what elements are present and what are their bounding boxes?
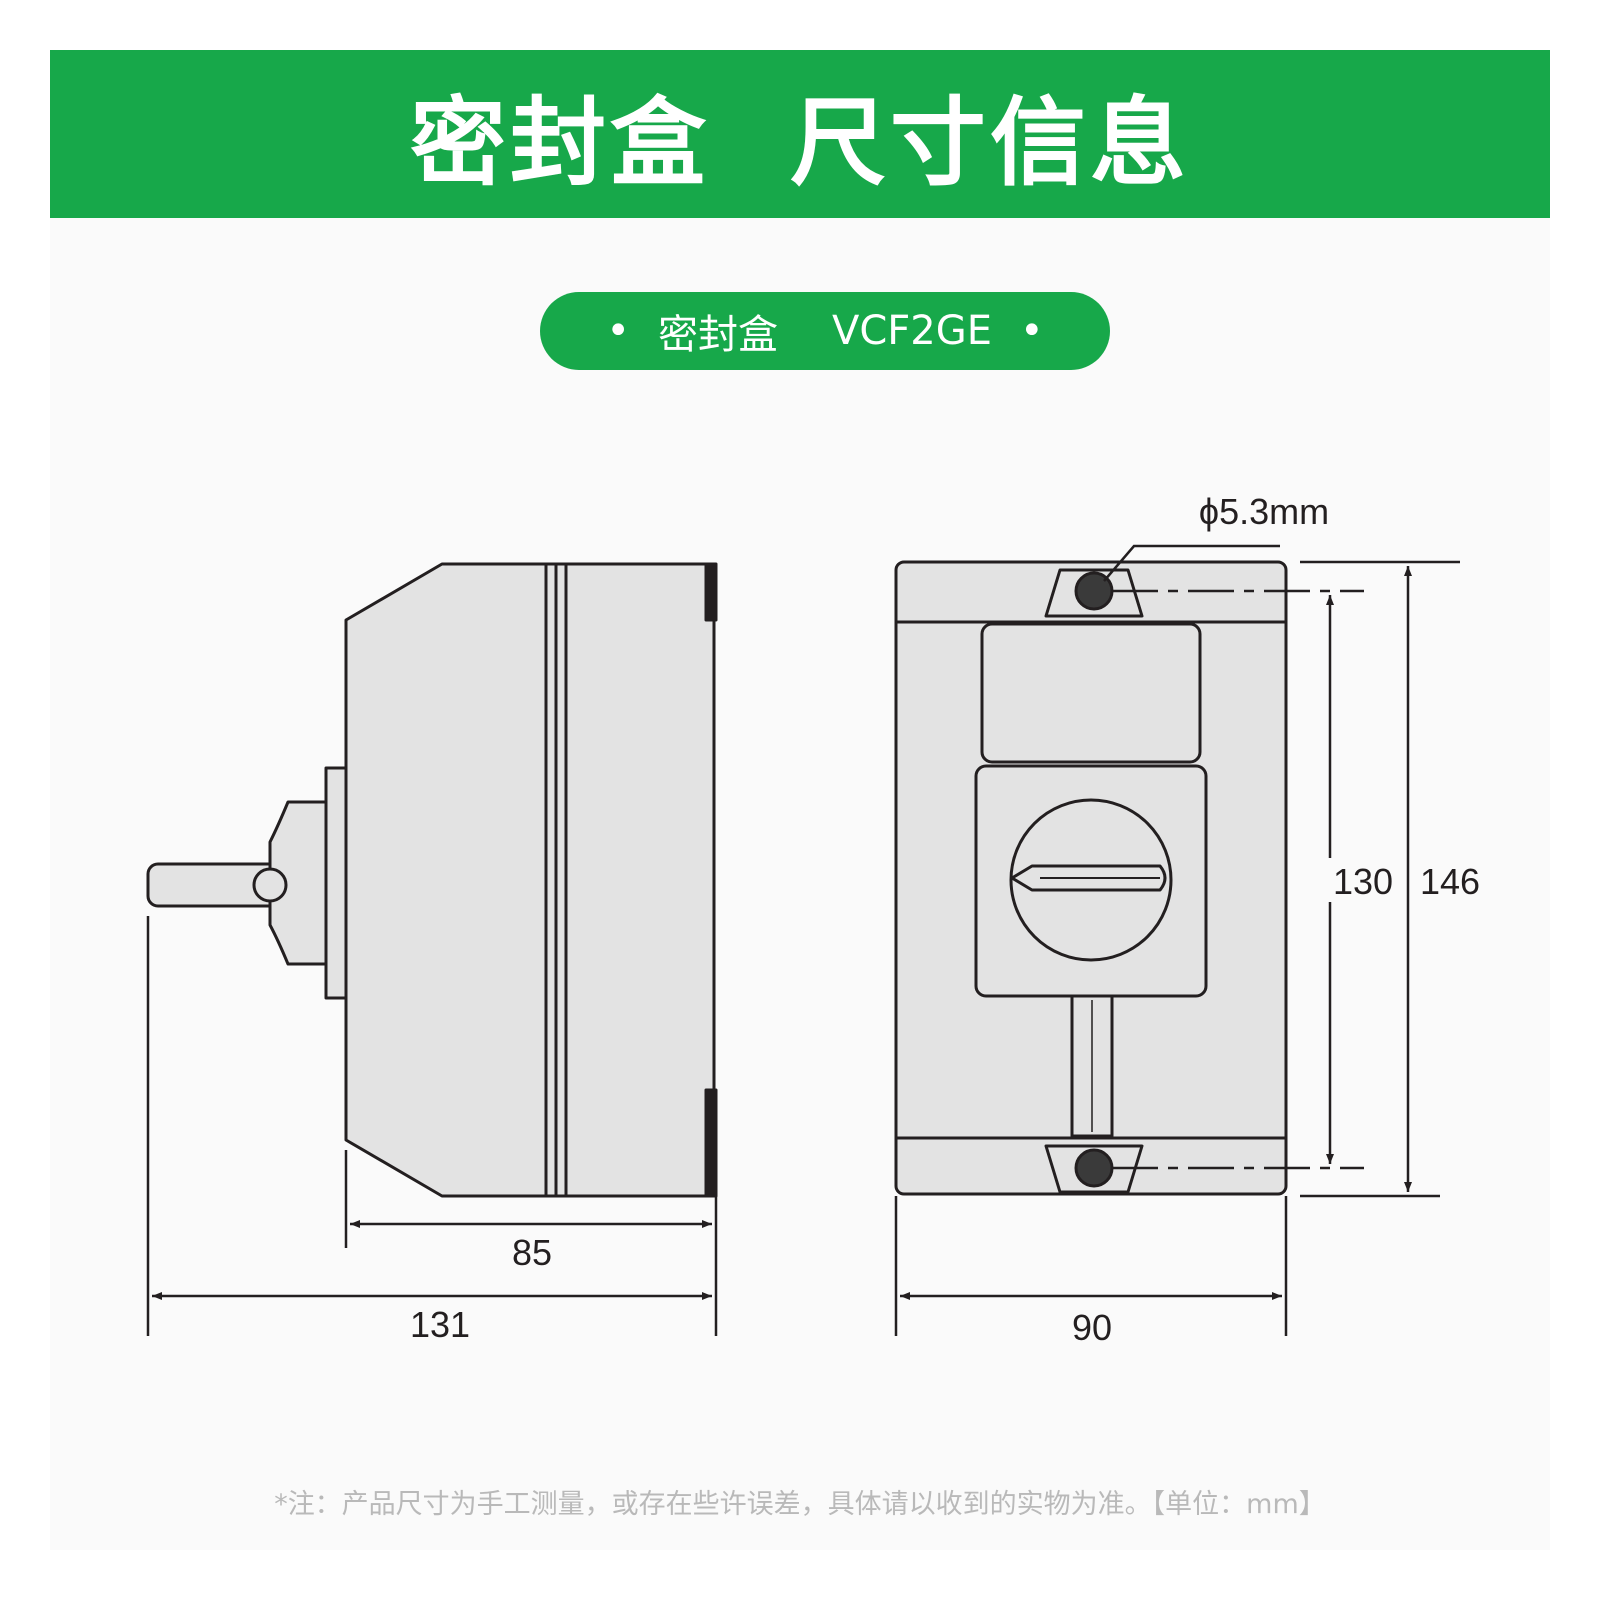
side-dimensions — [146, 916, 718, 1336]
footnote: *注：产品尺寸为手工测量，或存在些许误差，具体请以收到的实物为准。【单位：mm】 — [274, 1489, 1326, 1520]
model-label-code: VCF2GE — [831, 308, 993, 354]
dim-label-146: 146 — [1420, 861, 1480, 902]
dim-label-131: 131 — [410, 1304, 470, 1345]
hole-diameter-label: ϕ5.3mm — [1199, 491, 1329, 532]
dim-label-90: 90 — [1072, 1307, 1112, 1348]
side-mount-plate — [324, 766, 348, 1000]
banner-title: 密封盒尺寸信息 — [410, 65, 1190, 204]
model-label-name: 密封盒 — [657, 312, 778, 358]
dim-label-130: 130 — [1333, 861, 1393, 902]
title-banner: 密封盒尺寸信息 — [50, 50, 1550, 218]
bullet-dot-right: • — [1020, 308, 1044, 354]
bullet-dot-left: • — [606, 308, 630, 354]
dim-label-85: 85 — [512, 1232, 552, 1273]
banner-title-part2: 尺寸信息 — [790, 86, 1190, 199]
front-view — [894, 560, 1288, 1196]
side-back-rib-bottom — [704, 1088, 718, 1198]
side-handle-hole — [252, 867, 288, 903]
banner-title-part1: 密封盒 — [410, 86, 710, 199]
dim-label-130-bg — [1326, 858, 1398, 902]
dim-label-146-bg — [1412, 858, 1484, 902]
side-back-rib-top — [704, 562, 718, 622]
front-label-window — [980, 622, 1202, 764]
side-view — [146, 562, 718, 1198]
side-handle-hub — [268, 800, 330, 966]
model-label-pill: • 密封盒 VCF2GE • — [540, 292, 1110, 370]
hole-diameter-leader — [1103, 544, 1280, 582]
front-bottom-screw — [1074, 1148, 1114, 1188]
side-body — [344, 562, 716, 1198]
